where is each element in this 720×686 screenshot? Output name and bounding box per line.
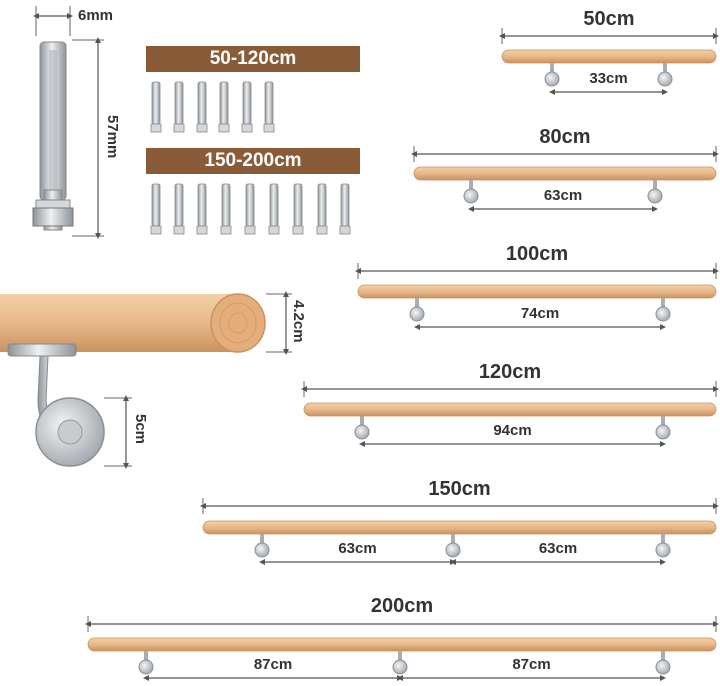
anchor-bolt-icon [218,81,230,133]
plate-dimension [104,395,132,469]
rail-length-label: 200cm [370,595,434,617]
rail-length-label: 120cm [478,361,542,383]
wall-bracket-icon [655,416,671,440]
rail-variants [85,28,719,681]
kit-banner-150-200: 150-200cm [146,148,360,174]
anchor-bolt-icon [339,183,351,235]
wall-bracket-icon [657,63,673,87]
wall-bracket-icon [655,651,671,675]
rail-length-label: 80cm [539,126,591,148]
wall-bracket-icon [655,534,671,558]
anchor-bolt-icon [263,81,275,133]
diameter-dimension [266,291,292,355]
plate-label: 5cm [132,414,149,445]
wall-bracket-icon [254,534,270,558]
anchor-bolt-icon [244,183,256,235]
wooden-rail [357,284,717,299]
anchor-bolt-icon [268,183,280,235]
spacing-label: 33cm [584,70,633,87]
wooden-rail [303,402,717,417]
rail-120cm [301,381,719,447]
diameter-label: 4.2cm [290,300,307,343]
rail-100cm [355,263,719,330]
wooden-rail [202,520,717,535]
spacing-label: 63cm [539,187,587,204]
anchor-width-label: 6mm [78,7,114,24]
spacing-label: 74cm [516,305,564,322]
rail-length-label: 50cm [583,8,635,30]
anchor-bolt-icon [196,81,208,133]
anchor-bolt-icon [241,81,253,133]
wall-bracket-icon [647,180,663,204]
wooden-rail [87,637,717,652]
wall-bracket-icon [409,298,425,322]
anchor-bolt-illustration [32,41,74,231]
wall-bracket-icon [655,298,671,322]
wooden-rail [501,49,717,64]
anchor-bolt-icon [316,183,328,235]
wall-bracket-icon [354,416,370,440]
spacing-label: 63cm [333,540,382,557]
anchor-bolt-icon [292,183,304,235]
rail-50cm [499,28,719,95]
rail-length-label: 150cm [428,478,491,500]
wooden-rail [413,166,717,181]
anchor-bolt-icon [173,183,185,235]
anchor-length-label: 57mm [104,115,121,159]
rail-150cm [200,498,719,565]
anchor-length-dimension [72,37,104,239]
wall-bracket-icon [463,180,479,204]
spacing-label: 63cm [534,540,582,557]
anchor-kit-bolts [150,81,351,235]
anchor-bolt-icon [196,183,208,235]
wall-bracket-icon [392,651,408,675]
kit-banner-50-120: 50-120cm [146,46,360,72]
handrail-detail-illustration [0,293,266,467]
anchor-bolt-icon [173,81,185,133]
wall-bracket-icon [138,651,154,675]
rail-length-label: 100cm [505,243,569,265]
wall-bracket-icon [544,63,560,87]
rail-200cm [85,616,719,681]
spacing-label: 87cm [249,656,297,673]
rail-80cm [411,146,719,212]
anchor-bolt-icon [150,183,162,235]
spacing-label: 87cm [507,656,556,673]
anchor-bolt-icon [150,81,162,133]
anchor-width-dimension [33,6,73,36]
spacing-label: 94cm [488,422,537,439]
wall-bracket-icon [445,534,461,558]
anchor-bolt-icon [220,183,232,235]
